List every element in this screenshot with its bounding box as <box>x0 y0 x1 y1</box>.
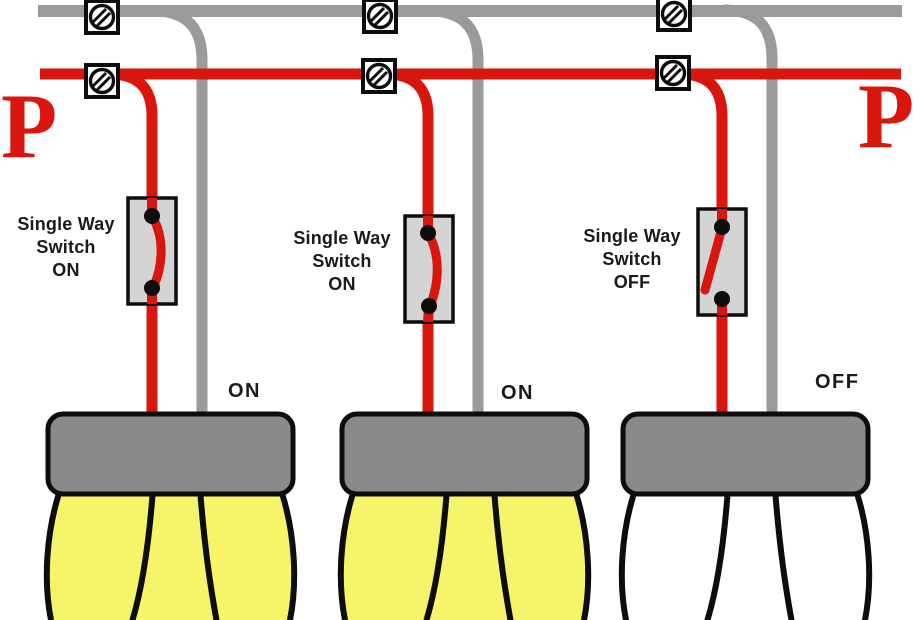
switch-contact-dot <box>420 225 436 241</box>
switch-caption-line: OFF <box>613 272 651 292</box>
light-bulb-1 <box>43 492 298 620</box>
single-way-switch-3 <box>696 207 748 317</box>
switch-contact-dot <box>144 280 160 296</box>
single-way-switch-2 <box>403 214 455 324</box>
switch-caption-line: ON <box>52 260 80 280</box>
bulb-glass <box>340 495 589 620</box>
switch-caption-line: Single Way <box>293 228 391 248</box>
switch-caption-2: Single Way Switch ON <box>278 227 406 296</box>
terminal-connector-icon <box>84 0 120 35</box>
lamp-holder-3 <box>620 411 871 497</box>
lamp-holder-2 <box>339 411 590 497</box>
terminal-connector-icon <box>655 55 691 91</box>
switch-lever <box>700 223 727 295</box>
switch-caption-line: ON <box>328 274 356 294</box>
terminal-connector-icon <box>361 58 397 94</box>
switch-contact-dot <box>144 208 160 224</box>
phase-label-left: P <box>1 75 58 177</box>
switch-contact-dot <box>714 291 730 307</box>
switch-caption-line: Switch <box>312 251 372 271</box>
neutral-drop-2 <box>429 5 484 418</box>
single-way-switch-1 <box>126 196 178 306</box>
light-bulb-3 <box>618 492 873 620</box>
neutral-drop-1 <box>153 5 208 418</box>
switch-caption-3: Single Way Switch OFF <box>568 225 696 294</box>
light-bulb-2 <box>337 492 592 620</box>
switch-caption-1: Single Way Switch ON <box>2 213 130 282</box>
terminal-connector-icon <box>362 0 398 34</box>
switch-contact-dot <box>714 219 730 235</box>
bulb-glass <box>621 495 870 620</box>
switch-contact-dot <box>421 298 437 314</box>
switch-caption-line: Single Way <box>583 226 681 246</box>
lamp-state-3: OFF <box>815 371 860 393</box>
terminal-connector-icon <box>84 63 120 99</box>
switch-caption-line: Single Way <box>17 214 115 234</box>
switch-caption-line: Switch <box>602 249 662 269</box>
lamp-holder-1 <box>45 411 296 497</box>
terminal-connector-icon <box>656 0 692 32</box>
phase-label-right: P <box>858 65 915 167</box>
neutral-drop-3 <box>723 4 778 418</box>
lamp-state-1: ON <box>228 380 261 402</box>
lamp-state-2: ON <box>501 382 534 404</box>
switch-caption-line: Switch <box>36 237 96 257</box>
bulb-glass <box>46 495 295 620</box>
